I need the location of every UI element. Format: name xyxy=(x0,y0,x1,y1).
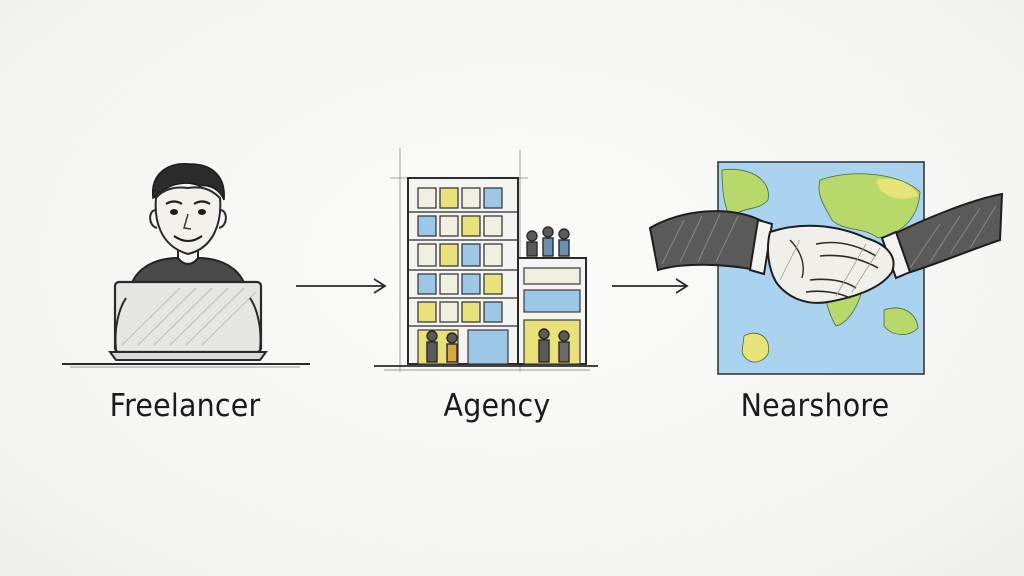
arrow-right-icon xyxy=(292,274,392,298)
agency-illustration xyxy=(360,140,620,380)
handshake-over-map-icon xyxy=(648,161,1004,375)
person-at-laptop-icon xyxy=(62,163,310,368)
office-building-icon xyxy=(374,148,598,372)
stage-label-nearshore: Nearshore xyxy=(740,388,890,424)
nearshore-illustration xyxy=(640,140,1010,390)
arrow-right-icon xyxy=(608,274,694,298)
stage-label-agency: Agency xyxy=(443,388,551,424)
stage-label-freelancer: Freelancer xyxy=(109,388,261,424)
freelancer-illustration xyxy=(60,150,320,380)
